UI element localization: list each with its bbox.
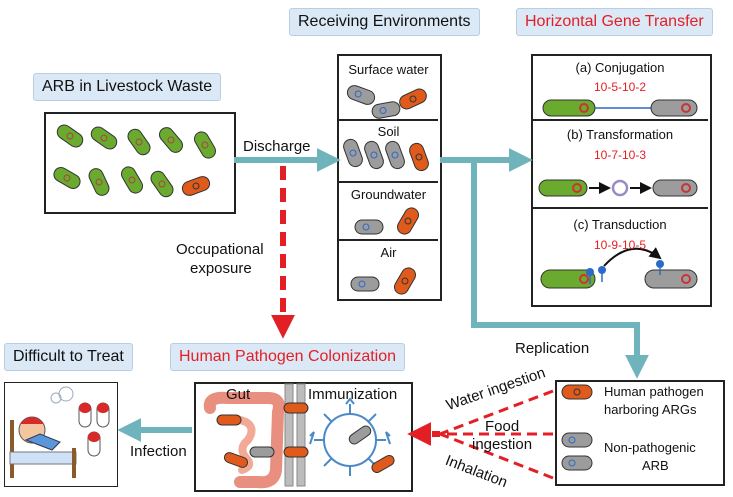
- human-pathogen-colonization-title: Human Pathogen Colonization: [170, 343, 406, 371]
- legend-nonpathogen-bacteria: [561, 432, 593, 471]
- env-surface-water-label: Surface water: [348, 62, 429, 77]
- arb-livestock-waste-title: ARB in Livestock Waste: [33, 73, 222, 101]
- env-groundwater-label: Groundwater: [350, 187, 427, 202]
- gut-illustration: [203, 383, 309, 489]
- transformation-rate: 10-7-10-3: [593, 148, 647, 162]
- replication-arrow: [471, 160, 649, 379]
- receiving-environments-title: Receiving Environments: [289, 8, 480, 36]
- occupational-label: Occupational: [176, 241, 264, 258]
- transformation-illustration: [538, 179, 698, 197]
- infection-label: Infection: [130, 443, 187, 460]
- transformation-label: (b) Transformation: [566, 127, 674, 142]
- replication-label: Replication: [515, 340, 590, 357]
- exposure-label: exposure: [190, 260, 252, 277]
- legend-pathogen-label-2: harboring ARGs: [604, 402, 697, 417]
- immune-cell-illustration: [309, 397, 395, 476]
- discharge-label: Discharge: [243, 138, 311, 155]
- inhalation-line: [439, 432, 554, 480]
- gut-label: Gut: [226, 386, 251, 403]
- sick-patient-illustration: [9, 386, 110, 478]
- transduction-label: (c) Transduction: [573, 217, 667, 232]
- legend-nonpathogen-label-1: Non-pathogenic: [604, 440, 696, 455]
- conjugation-label: (a) Conjugation: [575, 60, 665, 75]
- legend-nonpathogen-label-2: ARB: [642, 458, 669, 473]
- immunization-label: Immunization: [308, 386, 398, 403]
- legend-pathogen-bacterium: [561, 384, 593, 400]
- livestock-bacteria: [53, 124, 216, 198]
- food-ingestion-label-line1: Food: [485, 418, 520, 435]
- conjugation-rate: 10-5-10-2: [593, 80, 647, 94]
- environment-bacteria: [343, 85, 429, 295]
- conjugation-illustration: [542, 99, 698, 117]
- difficult-to-treat-title: Difficult to Treat: [4, 343, 133, 371]
- transduction-rate: 10-9-10-5: [593, 238, 647, 252]
- transduction-illustration: [540, 247, 698, 289]
- env-air-label: Air: [380, 245, 397, 260]
- env-soil-label: Soil: [377, 124, 400, 139]
- legend-pathogen-label-1: Human pathogen: [604, 384, 704, 399]
- horizontal-gene-transfer-title: Horizontal Gene Transfer: [516, 8, 713, 36]
- water-ingestion-line: [439, 389, 554, 436]
- food-ingestion-label-line2: ingestion: [472, 436, 533, 453]
